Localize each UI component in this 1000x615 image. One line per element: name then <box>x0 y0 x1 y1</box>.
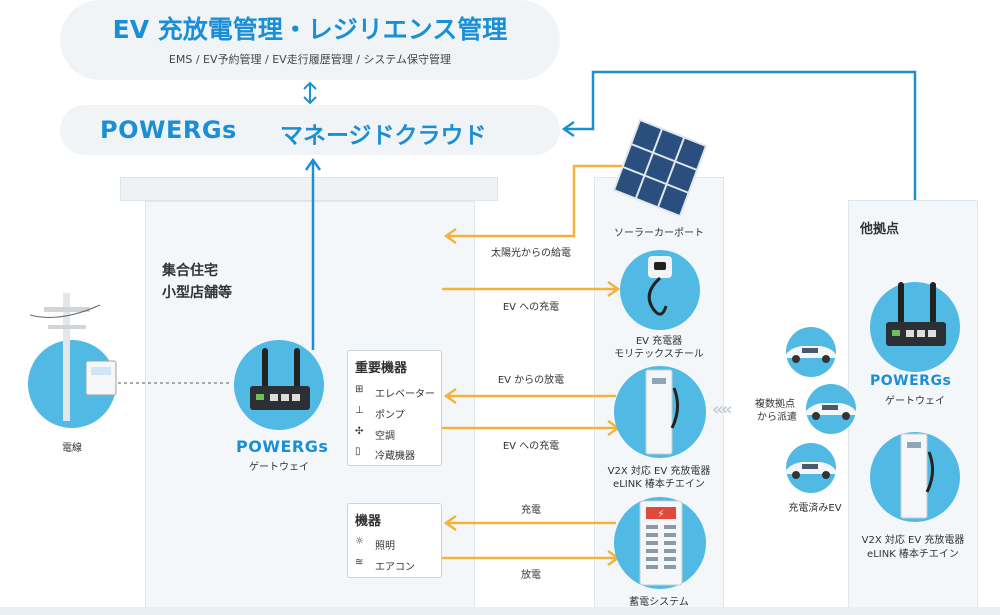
cloud-logo: POWERGs <box>100 116 237 144</box>
car-icon-2 <box>804 403 858 420</box>
wind-icon: ≋ <box>355 557 364 568</box>
site-label-housing: 集合住宅 <box>162 263 218 279</box>
car-icon-1 <box>784 346 838 363</box>
gateway-label: ゲートウェイ <box>249 462 309 473</box>
ev-charger-label-2: モリテックスチール <box>614 349 704 360</box>
fridge-icon: ▯ <box>355 446 361 457</box>
elevator-label: エレベーター <box>375 389 435 400</box>
important-equipment-title: 重要機器 <box>355 361 408 376</box>
dispatch-label-1: 複数拠点 <box>755 399 795 410</box>
other-v2x-charger-icon <box>900 433 934 519</box>
car-icon-3 <box>784 462 838 479</box>
gateway-logo: POWERGs <box>236 437 329 456</box>
other-site-title: 他拠点 <box>860 222 900 237</box>
equipment-box <box>347 503 442 578</box>
ground-line <box>0 607 1000 615</box>
power-line-label: 電線 <box>62 443 82 454</box>
header-panel <box>60 0 560 80</box>
elevator-icon: ⊞ <box>355 384 364 395</box>
other-site-panel <box>848 200 978 615</box>
dispatch-label-2: から派遣 <box>757 412 797 423</box>
aircon-label: 空調 <box>375 431 395 442</box>
other-router-icon <box>886 282 946 346</box>
ev-charger-icon <box>647 256 672 316</box>
other-v2x-label-1: V2X 対応 EV 充放電器 <box>861 535 965 546</box>
site-roof <box>120 177 498 201</box>
cloud-logo-text: POWERGs <box>100 116 237 144</box>
other-gateway-logo: POWERGs <box>870 373 952 389</box>
solar-label: ソーラーカーポート <box>614 228 704 239</box>
dispatch-chevrons-icon: ‹‹‹‹ <box>712 399 733 420</box>
flow-label-to-ev-1: EV への充電 <box>502 302 560 313</box>
important-equipment-box <box>347 350 442 466</box>
pump-label: ポンプ <box>375 410 405 421</box>
cloud-panel <box>60 105 560 155</box>
v2x-charger-icon <box>645 369 679 455</box>
svg-text:⚡: ⚡ <box>657 509 664 520</box>
pump-icon: ⊥ <box>355 405 364 416</box>
site-label-store: 小型店舗等 <box>162 285 232 301</box>
other-v2x-label-2: eLINK 椿本チエイン <box>867 549 959 560</box>
ev-charger-label-1: EV 充電器 <box>635 336 683 347</box>
flow-label-from-ev: EV からの放電 <box>497 375 565 386</box>
solar-panel-icon <box>612 118 708 218</box>
sync-arrow-icon <box>303 81 317 105</box>
fan-icon: ✣ <box>355 426 364 437</box>
charged-ev-label: 充電済みEV <box>788 503 842 514</box>
page-subtitle: EMS / EV予約管理 / EV走行履歴管理 / システム保守管理 <box>168 53 452 66</box>
air-conditioner-label: エアコン <box>375 562 415 573</box>
battery-storage-icon: ⚡ <box>639 500 683 586</box>
flow-label-charge: 充電 <box>521 505 541 516</box>
lighting-label: 照明 <box>375 541 395 552</box>
equipment-title: 機器 <box>355 514 382 529</box>
page-title: EV 充放電管理・レジリエンス管理 <box>112 15 508 44</box>
fridge-label: 冷蔵機器 <box>375 451 415 462</box>
cloud-label: マネージドクラウド <box>280 123 487 149</box>
v2x-label-2: eLINK 椿本チエイン <box>613 479 705 490</box>
storage-label: 蓄電システム <box>629 597 689 608</box>
other-gateway-label: ゲートウェイ <box>885 396 945 407</box>
v2x-label-1: V2X 対応 EV 充放電器 <box>607 466 711 477</box>
utility-pole-icon <box>30 293 117 421</box>
gateway-circle <box>234 340 324 430</box>
flow-label-discharge: 放電 <box>521 570 541 581</box>
router-icon <box>250 348 310 410</box>
flow-label-to-ev-2: EV への充電 <box>502 441 560 452</box>
flow-label-solar: 太陽光からの給電 <box>491 248 571 259</box>
light-icon: ☼ <box>355 536 364 547</box>
